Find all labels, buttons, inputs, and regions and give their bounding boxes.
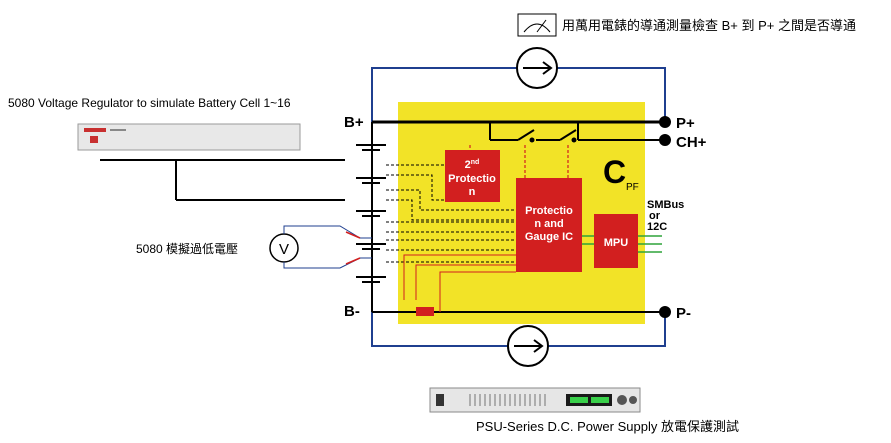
fet-switch-2 <box>559 129 577 141</box>
ch-plus-terminal <box>659 134 671 146</box>
bottom-blue-loop <box>371 312 666 367</box>
p-minus-terminal <box>659 306 671 318</box>
smbus-line-3: 12C <box>647 221 667 233</box>
fet-switch-1 <box>517 129 535 141</box>
mpu-chip: MPU <box>594 214 638 268</box>
cpf-main: C <box>603 154 626 190</box>
top-blue-loop <box>371 47 666 122</box>
second-protection-chip: 2nd Protectio n <box>445 150 500 202</box>
undervoltage-label: 5080 模擬過低電壓 <box>136 241 238 256</box>
undervoltage-meter: 5080 模擬過低電壓 V <box>136 225 372 269</box>
meter-legend: 用萬用電錶的導通測量檢查 B+ 到 P+ 之間是否導通 <box>517 13 856 37</box>
smbus-label: SMBus or 12C <box>647 199 684 233</box>
smbus-line-2: or <box>649 210 661 222</box>
smbus-line-1: SMBus <box>647 199 684 211</box>
p-minus-label: P- <box>676 305 691 322</box>
b-minus-label: B- <box>344 303 360 320</box>
psu-device: PSU-Series D.C. Power Supply 放電保護測試 <box>429 387 739 434</box>
regulator-device-image <box>77 123 301 151</box>
gauge-ic-line-1: Protectio <box>525 205 573 217</box>
gate-control-lines <box>469 145 569 178</box>
psu-label: PSU-Series D.C. Power Supply 放電保護測試 <box>476 419 739 434</box>
smbus-lines <box>582 235 662 253</box>
gauge-ic-line-2: n and <box>534 218 563 230</box>
protection-gauge-ic: Protectio n and Gauge IC <box>516 178 582 272</box>
battery-stack <box>356 122 386 312</box>
b-plus-label: B+ <box>344 114 364 131</box>
gauge-ic-line-3: Gauge IC <box>525 231 573 243</box>
terminals: P+ CH+ P- B+ B- <box>344 114 707 322</box>
analog-meter-icon <box>517 13 557 37</box>
second-protection-line-3: n <box>469 186 476 198</box>
current-sense-lines <box>403 254 516 312</box>
second-protection-line-2: Protectio <box>448 173 496 185</box>
ch-plus-label: CH+ <box>676 134 707 151</box>
mpu-label: MPU <box>604 237 629 249</box>
regulator-label: 5080 Voltage Regulator to simulate Batte… <box>8 96 291 110</box>
cell-sense-lines <box>386 164 516 263</box>
top-note: 用萬用電錶的導通測量檢查 B+ 到 P+ 之間是否導通 <box>562 18 856 33</box>
voltmeter-symbol: V <box>279 241 289 258</box>
cpf-sub: PF <box>626 182 639 193</box>
p-plus-terminal <box>659 116 671 128</box>
sense-resistor <box>416 307 434 316</box>
second-protection-sup: nd <box>471 159 480 166</box>
svg-text:2nd: 2nd <box>465 159 480 171</box>
p-plus-label: P+ <box>676 115 695 132</box>
cpf-label: C PF <box>603 154 639 193</box>
second-protection-num: 2 <box>465 159 471 171</box>
voltage-regulator: 5080 Voltage Regulator to simulate Batte… <box>8 96 345 201</box>
